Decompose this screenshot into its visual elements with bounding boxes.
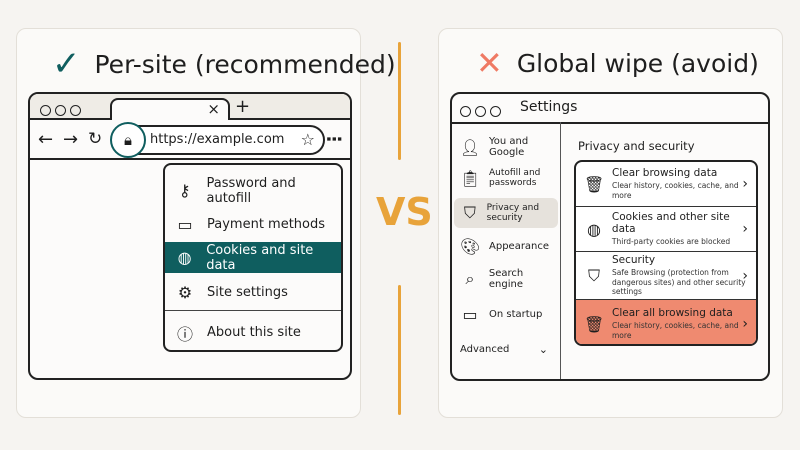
row-title: Clear browsing data xyxy=(612,167,718,180)
x-icon: ✕ xyxy=(476,44,503,82)
sidebar-item-on-startup[interactable]: ▭ On startup xyxy=(452,299,560,329)
shield-icon: ⛉ xyxy=(463,203,476,222)
vs-label: VS xyxy=(376,190,433,234)
person-icon: 👤︎ xyxy=(460,137,481,157)
lock-icon[interactable]: 🔒︎ xyxy=(110,122,146,158)
row-subtitle: Clear history, cookies, cache, and more xyxy=(612,321,739,340)
row-title: Security xyxy=(612,253,656,266)
sidebar-item-appearance[interactable]: 🎨︎ Appearance xyxy=(452,231,560,261)
menu-item-payment[interactable]: ▭ Payment methods xyxy=(165,209,341,240)
cookie-icon: ◍ xyxy=(177,248,192,267)
row-subtitle: Safe Browsing (protection from dangerous… xyxy=(612,267,746,297)
chevron-right-icon: › xyxy=(742,176,748,192)
sidebar-label: Search engine xyxy=(488,268,524,290)
palette-icon: 🎨︎ xyxy=(460,236,481,256)
divider-top xyxy=(398,42,401,160)
section-heading: Privacy and security xyxy=(578,139,695,153)
sidebar-label: Autofill and passwords xyxy=(489,168,541,188)
row-title: Cookies and other site data xyxy=(611,211,730,236)
menu-label: Password and autofill xyxy=(206,175,296,206)
chevron-right-icon: › xyxy=(742,316,748,332)
info-icon: ⓘ xyxy=(176,324,193,344)
sidebar-item-privacy[interactable]: ⛉ Privacy and security xyxy=(454,198,558,228)
chevron-right-icon: › xyxy=(742,221,748,237)
check-icon: ✓ xyxy=(52,44,81,84)
sidebar-item-search-engine[interactable]: ⌕ Search engine xyxy=(452,264,560,294)
sidebar-item-autofill[interactable]: 📋︎ Autofill and passwords xyxy=(452,163,560,193)
forward-icon[interactable]: → xyxy=(63,129,79,150)
row-title: Clear all browsing data xyxy=(612,307,733,320)
reload-icon[interactable]: ↻ xyxy=(88,129,103,149)
menu-label: Cookies and site data xyxy=(206,242,314,273)
menu-label: About this site xyxy=(207,325,301,340)
trash-icon: 🗑︎ xyxy=(584,174,605,194)
advanced-label: Advanced xyxy=(460,343,510,355)
tab-close-icon[interactable]: × xyxy=(207,100,220,118)
menu-divider xyxy=(165,310,341,311)
menu-item-site-settings[interactable]: ⚙ Site settings xyxy=(165,277,341,308)
title-text: Global wipe (avoid) xyxy=(516,48,759,78)
per-site-title: ✓ Per-site (recommended) xyxy=(52,44,396,84)
browser-tab[interactable]: × xyxy=(110,98,230,122)
site-menu: ⚷Password and autofill ▭Payment methods … xyxy=(163,163,343,352)
window-controls[interactable] xyxy=(40,101,85,120)
back-icon[interactable]: ← xyxy=(38,129,54,150)
trash-icon: 🗑︎ xyxy=(584,314,605,334)
sidebar-item-you-and-google[interactable]: 👤︎ You and Google xyxy=(452,132,560,162)
divider-bottom xyxy=(398,285,401,415)
title-text: Per-site (recommended) xyxy=(94,49,396,79)
clipboard-icon: 📋︎ xyxy=(460,168,481,188)
new-tab-icon[interactable]: + xyxy=(235,96,251,117)
menu-label: Payment methods xyxy=(207,217,326,232)
menu-item-password[interactable]: ⚷ Password and autofill xyxy=(165,175,341,206)
url-text[interactable]: https://example.com xyxy=(150,132,285,147)
global-wipe-title: ✕ Global wipe (avoid) xyxy=(476,44,759,82)
menu-item-cookies[interactable]: ◍ Cookies and site data xyxy=(165,242,341,273)
cookie-icon: ◍ xyxy=(586,219,601,239)
chevron-right-icon: › xyxy=(742,267,748,284)
search-icon: ⌕ xyxy=(465,269,475,288)
window-title: Settings xyxy=(520,99,578,115)
sidebar-label: You and Google xyxy=(489,136,529,158)
menu-item-about[interactable]: ⓘ About this site xyxy=(165,317,341,348)
key-icon: ⚷ xyxy=(178,181,191,200)
star-icon[interactable]: ☆ xyxy=(300,130,315,149)
gear-icon: ⚙ xyxy=(177,283,193,302)
address-bar[interactable]: https://example.com ☆ xyxy=(115,125,325,155)
menu-label: Site settings xyxy=(207,285,288,300)
row-subtitle: Third-party cookies are blocked xyxy=(611,237,731,247)
window-controls[interactable] xyxy=(460,102,505,121)
kebab-menu-icon[interactable]: ⋮ xyxy=(323,130,344,148)
monitor-icon: ▭ xyxy=(462,304,478,324)
shield-check-icon: ⛉ xyxy=(587,265,600,285)
sidebar-label: Privacy and security xyxy=(486,203,540,223)
sidebar-label: On startup xyxy=(489,308,543,320)
chevron-down-icon: ⌄ xyxy=(538,342,548,356)
card-icon: ▭ xyxy=(177,215,193,234)
sidebar-advanced[interactable]: Advanced ⌄ xyxy=(452,334,552,364)
row-subtitle: Clear history, cookies, cache, and more xyxy=(612,181,739,200)
sidebar-label: Appearance xyxy=(489,240,550,252)
